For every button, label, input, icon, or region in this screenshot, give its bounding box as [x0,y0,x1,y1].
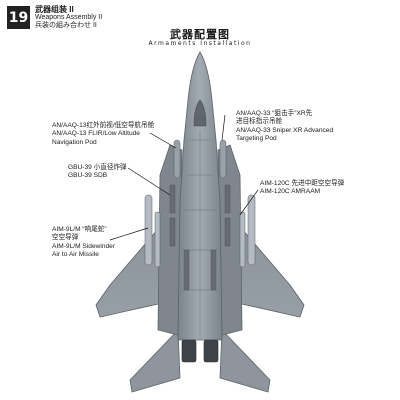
gbu39-en: GBU-39 SDB [68,172,108,180]
section-header: 武器组装 II Weapons Assembly II 兵装の組み合わせ II [35,6,102,30]
aim9-zh-1: AIM-9L/M “响尾蛇” [52,226,107,233]
gbu39-zh: GBU-39 小直径炸弹 [68,164,127,171]
targeting-pod-zh-1: AN/AAQ-33 “狙击手”XR先 [236,110,313,117]
targeting-pod-zh-2: 进目标指示吊舱 [236,118,283,126]
callout-targeting-pod: AN/AAQ-33 “狙击手”XR先 进目标指示吊舱 AN/AAQ-33 Sni… [236,110,333,143]
left-stabilizer [129,329,181,393]
nav-pod-en-1: AN/AAQ-13 FLIR/Low Altitude [52,130,140,138]
diagram-title-zh: 武器配置图 [170,28,230,41]
aim120-zh: AIM-120C 先进中距空空导弹 [260,180,345,187]
wing-missiles [144,194,256,268]
callout-aim120: AIM-120C 先进中距空空导弹 AIM-120C AMRAAM [260,180,344,197]
aim9-en-2: Air to Air Missile [52,250,99,258]
callout-aim9: AIM-9L/M “响尾蛇” 空空导弹 AIM-9L/M Sidewinder … [52,226,115,259]
nav-pod-en-2: Navigation Pod [52,138,97,146]
pods [173,139,227,179]
callout-gbu39: GBU-39 小直径炸弹 GBU-39 SDB [68,164,127,181]
section-title-jp: 兵装の組み合わせ II [35,22,97,29]
section-title-zh: 武器组装 II [35,5,74,14]
diagram-title-en: Armaments Installation [148,40,252,47]
targeting-pod-en-1: AN/AAQ-33 Sniper XR Advanced [236,126,334,134]
section-title-en: Weapons Assembly II [35,14,103,21]
leader-lines [109,114,259,241]
gbu39-rows [169,184,231,291]
nav-pod-zh: AN/AAQ-13红外前视/低空导航吊舱 [52,122,155,129]
aim9-en-1: AIM-9L/M Sidewinder [52,242,116,250]
targeting-pod-en-2: Targeting Pod [236,134,277,142]
aim120-en: AIM-120C AMRAAM [260,188,321,196]
step-number-badge: 19 [7,6,30,29]
callout-navigation-pod: AN/AAQ-13红外前视/低空导航吊舱 AN/AAQ-13 FLIR/Low … [52,122,154,147]
right-stabilizer [219,329,271,393]
canopy [193,99,207,127]
aim9-zh-2: 空空导弹 [52,234,79,242]
engine-nozzles [181,339,219,363]
